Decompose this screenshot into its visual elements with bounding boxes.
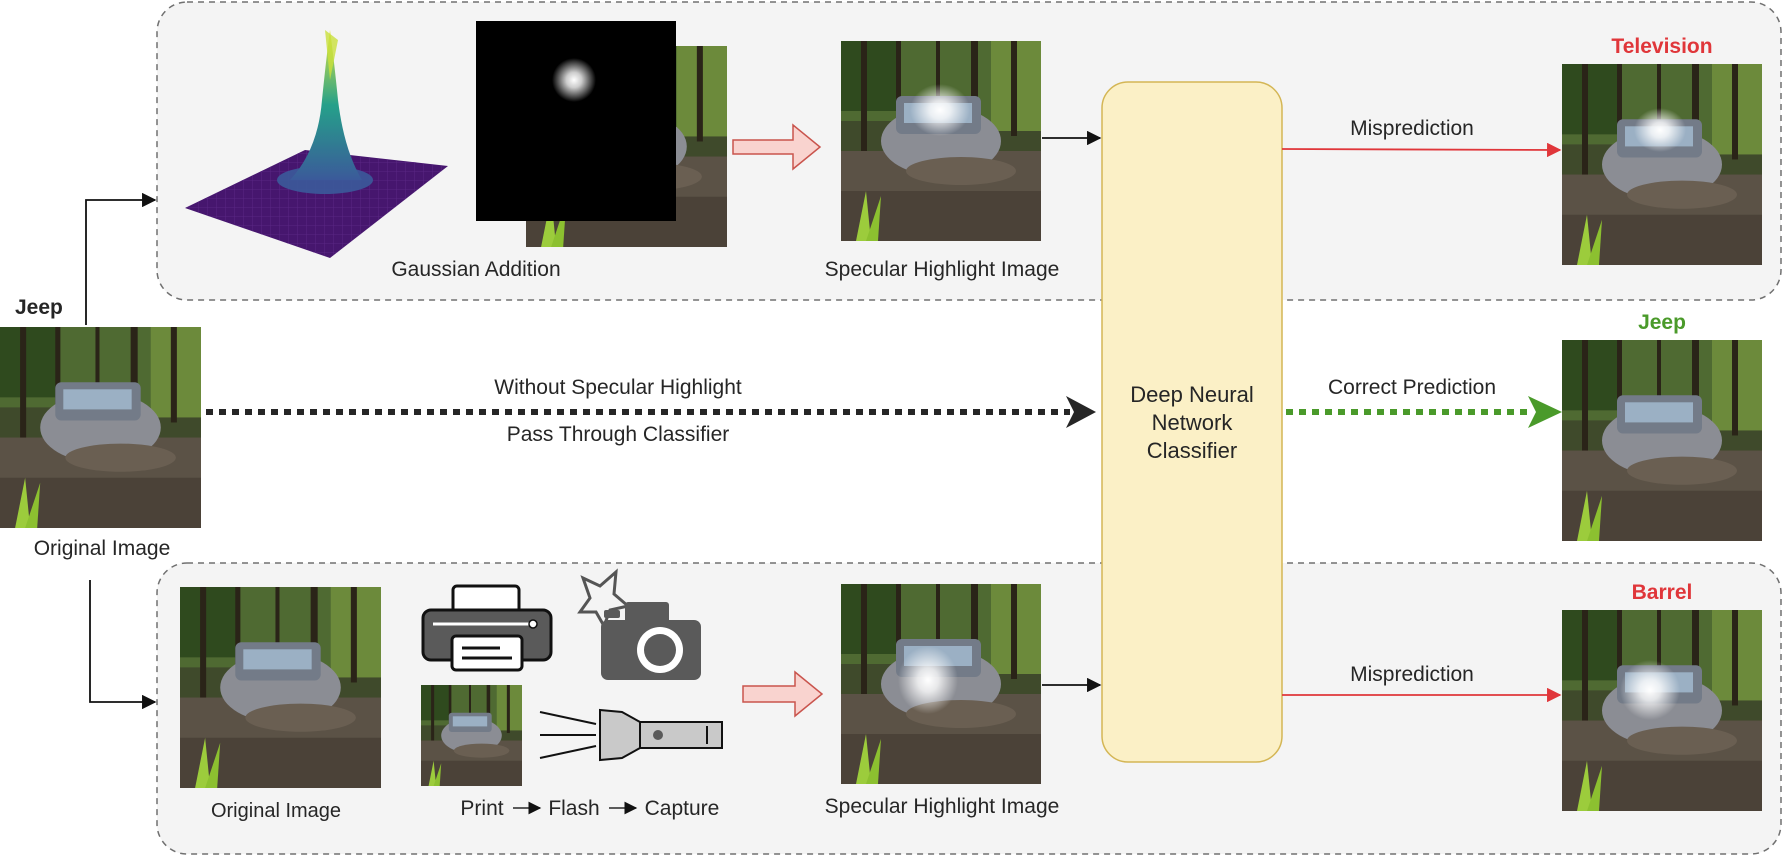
specular-label-top: Specular Highlight Image xyxy=(825,258,1060,281)
misprediction-arrow-top xyxy=(1281,142,1562,158)
classifier-label-line1: Deep Neural xyxy=(1130,382,1254,407)
step-print: Print xyxy=(460,797,503,820)
original-image-bottom-label: Original Image xyxy=(211,800,341,822)
process-arrow-bottom xyxy=(742,670,824,718)
correct-prediction-arrowhead xyxy=(1528,396,1562,428)
prediction-television: Television xyxy=(1611,35,1712,58)
output-image-television xyxy=(1562,64,1762,265)
misprediction-label-top: Misprediction xyxy=(1350,117,1474,140)
classifier-label-line2: Network xyxy=(1152,410,1234,435)
step-flash: Flash xyxy=(548,797,599,820)
specular-label-bottom: Specular Highlight Image xyxy=(825,795,1060,818)
without-highlight-line2: Pass Through Classifier xyxy=(507,423,730,446)
without-highlight-arrowhead xyxy=(1066,396,1096,428)
step-capture: Capture xyxy=(645,797,720,820)
original-image xyxy=(0,327,201,528)
gaussian-mask xyxy=(476,21,676,221)
branch-arrow-bottom xyxy=(89,580,157,710)
printed-image xyxy=(421,685,522,786)
original-image-bottom xyxy=(180,587,381,788)
flashlight-icon xyxy=(539,708,723,762)
gaussian-addition-label: Gaussian Addition xyxy=(391,258,560,281)
original-image-label: Original Image xyxy=(34,537,171,560)
input-class-label: Jeep xyxy=(15,296,63,319)
prediction-jeep: Jeep xyxy=(1638,311,1686,334)
gaussian-surface-plot xyxy=(185,30,448,258)
specular-image-top xyxy=(841,41,1041,241)
camera-icon xyxy=(601,602,701,680)
printer-icon xyxy=(421,584,553,672)
correct-prediction-label: Correct Prediction xyxy=(1328,376,1496,399)
classifier-label-line3: Classifier xyxy=(1147,438,1237,463)
without-highlight-line1: Without Specular Highlight xyxy=(494,376,742,399)
process-arrow-top xyxy=(732,123,822,171)
output-image-jeep xyxy=(1562,340,1762,541)
branch-arrow-top xyxy=(85,192,157,325)
prediction-barrel: Barrel xyxy=(1632,581,1693,604)
classifier-box xyxy=(1101,81,1283,763)
misprediction-label-bottom: Misprediction xyxy=(1350,663,1474,686)
